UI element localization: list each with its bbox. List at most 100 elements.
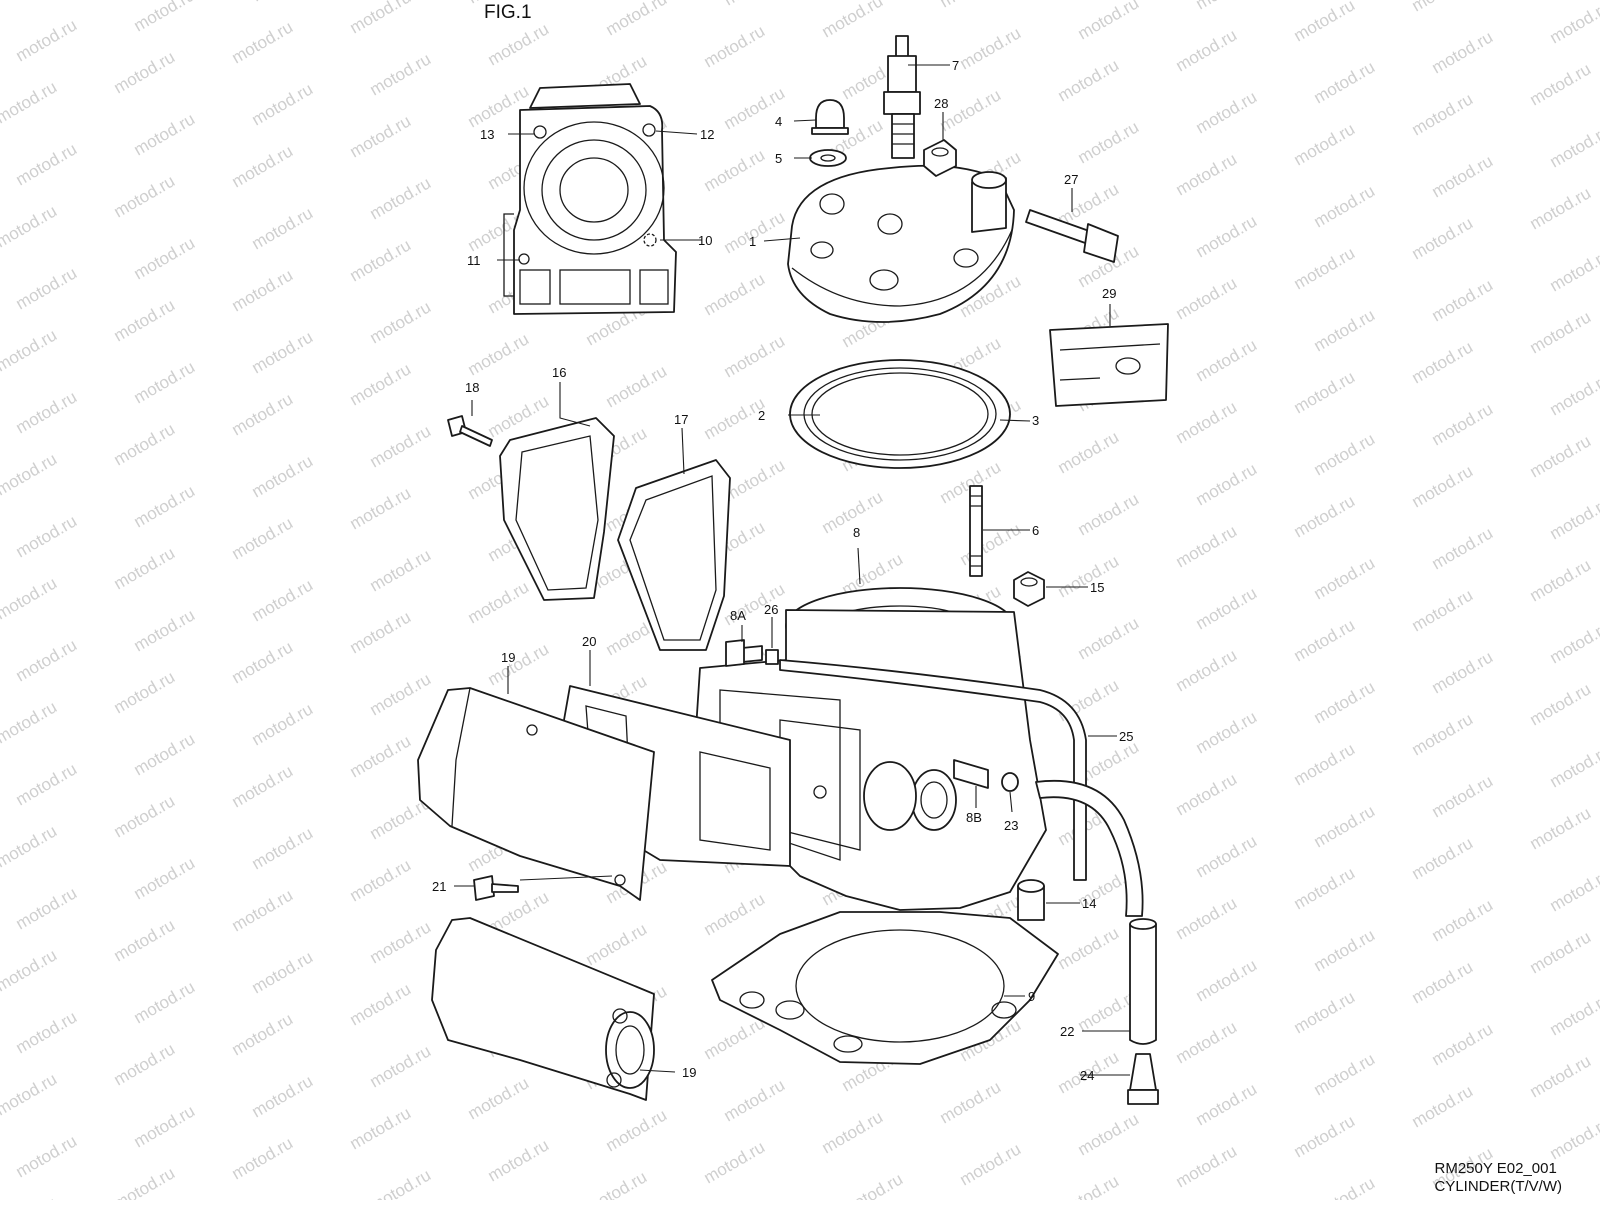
watermark-text: motod.ru xyxy=(13,139,81,189)
callout-15: 15 xyxy=(1090,580,1104,595)
watermark-text: motod.ru xyxy=(1311,677,1379,727)
watermark-text: motod.ru xyxy=(1547,989,1600,1039)
watermark-text: motod.ru xyxy=(1055,923,1123,973)
watermark-text: motod.ru xyxy=(1291,367,1359,417)
watermark-text: motod.ru xyxy=(1409,461,1477,511)
watermark-text: motod.ru xyxy=(13,635,81,685)
watermark-text: motod.ru xyxy=(111,295,179,345)
watermark-text: motod.ru xyxy=(1547,741,1600,791)
watermark-text: motod.ru xyxy=(701,1013,769,1063)
figure-footer: RM250Y E02_001 CYLINDER(T/V/W) xyxy=(1435,1160,1563,1196)
watermark-text: motod.ru xyxy=(1547,369,1600,419)
watermark-text: motod.ru xyxy=(131,357,199,407)
watermark-text: motod.ru xyxy=(347,111,415,161)
watermark-text: motod.ru xyxy=(1409,585,1477,635)
watermark-text: motod.ru xyxy=(1075,117,1143,167)
watermark-text: motod.ru xyxy=(1547,0,1600,47)
watermark-text: motod.ru xyxy=(229,389,297,439)
watermark-text: motod.ru xyxy=(111,47,179,97)
reed-cover xyxy=(500,418,614,600)
watermark-text: motod.ru xyxy=(603,0,671,39)
callout-9: 9 xyxy=(1028,989,1035,1004)
bolt-21 xyxy=(474,876,518,900)
callout-19-upper: 19 xyxy=(501,650,515,665)
callout-11: 11 xyxy=(467,253,481,268)
watermark-text: motod.ru xyxy=(819,1107,887,1157)
watermark-text: motod.ru xyxy=(1409,337,1477,387)
watermark-text: motod.ru xyxy=(249,327,317,377)
watermark-text: motod.ru xyxy=(1429,1019,1497,1069)
watermark-text: motod.ru xyxy=(1429,895,1497,945)
watermark-text: motod.ru xyxy=(347,979,415,1029)
watermark-text: motod.ru xyxy=(0,1193,60,1200)
watermark-text: motod.ru xyxy=(1429,523,1497,573)
watermark-text: motod.ru xyxy=(131,853,199,903)
callout-21: 21 xyxy=(432,879,446,894)
dowel-pin xyxy=(1018,880,1044,920)
clamp-23 xyxy=(1002,773,1018,791)
watermark-text: motod.ru xyxy=(229,761,297,811)
callout-18: 18 xyxy=(465,380,479,395)
watermark-text: motod.ru xyxy=(13,759,81,809)
watermark-text: motod.ru xyxy=(1173,149,1241,199)
watermark-text: motod.ru xyxy=(1311,553,1379,603)
watermark-text: motod.ru xyxy=(1527,927,1595,977)
watermark-text: motod.ru xyxy=(249,947,317,997)
watermark-text: motod.ru xyxy=(819,0,887,41)
watermark-text: motod.ru xyxy=(111,171,179,221)
watermark-text: motod.ru xyxy=(229,513,297,563)
watermark-text: motod.ru xyxy=(1527,307,1595,357)
watermark-text: motod.ru xyxy=(347,0,415,37)
watermark-text: motod.ru xyxy=(1547,493,1600,543)
watermark-text: motod.ru xyxy=(13,263,81,313)
watermark-text: motod.ru xyxy=(249,203,317,253)
watermark-text: motod.ru xyxy=(111,419,179,469)
watermark-text: motod.ru xyxy=(1173,645,1241,695)
watermark-text: motod.ru xyxy=(1311,925,1379,975)
watermark-text: motod.ru xyxy=(1527,431,1595,481)
callout-10: 10 xyxy=(698,233,712,248)
callout-24: 24 xyxy=(1080,1068,1094,1083)
watermark-text: motod.ru xyxy=(229,265,297,315)
watermark-text: motod.ru xyxy=(367,173,435,223)
callout-1: 1 xyxy=(749,234,756,249)
watermark-text: motod.ru xyxy=(1311,429,1379,479)
watermark-text: motod.ru xyxy=(485,639,553,689)
watermark-text: motod.ru xyxy=(1193,0,1261,13)
model-code: RM250Y E02_001 xyxy=(1435,1160,1563,1178)
callout-8a: 8A xyxy=(730,608,746,623)
watermark-text: motod.ru xyxy=(1173,521,1241,571)
callout-3: 3 xyxy=(1032,413,1039,428)
watermark-text: motod.ru xyxy=(485,19,553,69)
watermark-text: motod.ru xyxy=(347,1103,415,1153)
callout-25: 25 xyxy=(1119,729,1133,744)
watermark-text: motod.ru xyxy=(1193,955,1261,1005)
watermark-text: motod.ru xyxy=(0,325,60,375)
watermark-text: motod.ru xyxy=(1193,335,1261,385)
watermark-text: motod.ru xyxy=(367,421,435,471)
watermark-text: motod.ru xyxy=(1527,679,1595,729)
watermark-text: motod.ru xyxy=(249,0,317,5)
watermark-text: motod.ru xyxy=(701,269,769,319)
watermark-text: motod.ru xyxy=(111,1163,179,1200)
watermark-text: motod.ru xyxy=(721,207,789,257)
watermark-text: motod.ru xyxy=(13,15,81,65)
watermark-text: motod.ru xyxy=(1075,489,1143,539)
watermark-text: motod.ru xyxy=(465,577,533,627)
watermark-text: motod.ru xyxy=(229,1009,297,1059)
watermark-text: motod.ru xyxy=(229,1133,297,1183)
watermark-text: motod.ru xyxy=(1409,1081,1477,1131)
watermark-text: motod.ru xyxy=(1429,647,1497,697)
watermark-text: motod.ru xyxy=(1193,831,1261,881)
watermark-text: motod.ru xyxy=(347,483,415,533)
callout-20: 20 xyxy=(582,634,596,649)
watermark-text: motod.ru xyxy=(1291,987,1359,1037)
watermark-text: motod.ru xyxy=(957,23,1025,73)
watermark-text: motod.ru xyxy=(367,1165,435,1200)
watermark-text: motod.ru xyxy=(1409,0,1477,15)
watermark-text: motod.ru xyxy=(1055,551,1123,601)
watermark-text: motod.ru xyxy=(13,511,81,561)
watermark-text: motod.ru xyxy=(1291,863,1359,913)
